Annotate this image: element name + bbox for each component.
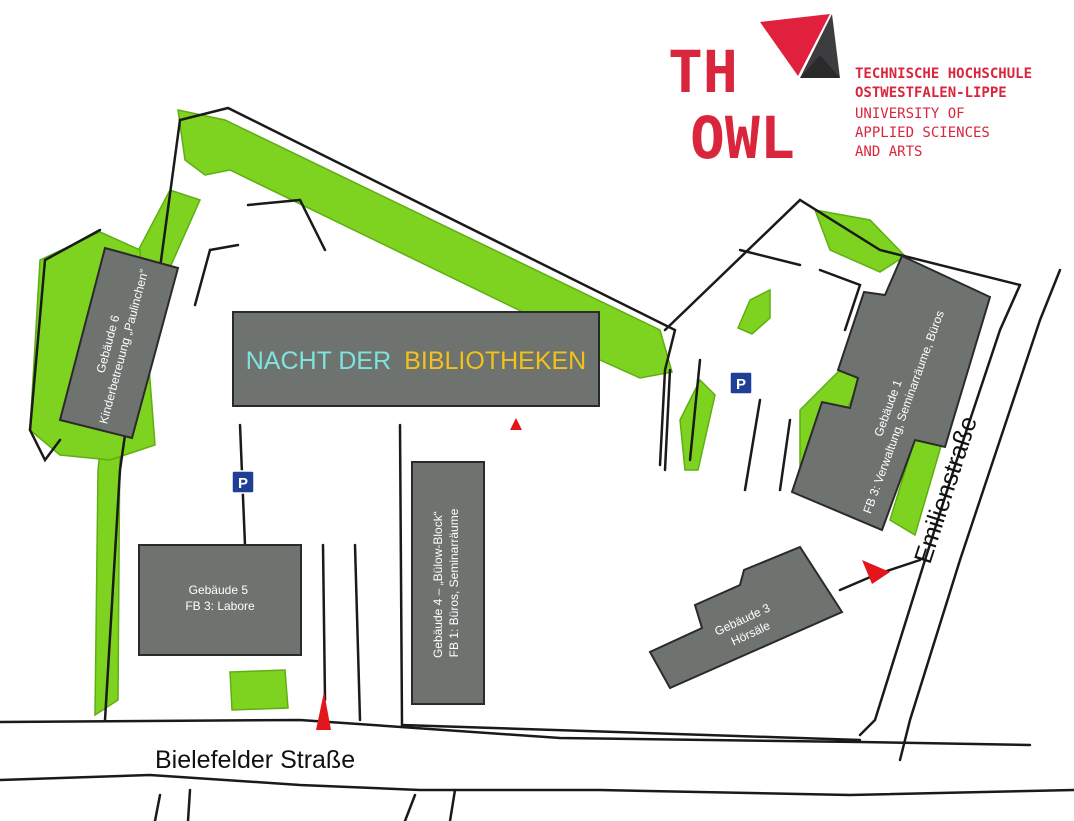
boundary-north <box>158 106 677 467</box>
driveway-south-stub-2 <box>186 788 192 821</box>
parking-line-5 <box>818 268 862 332</box>
building-gebaeude4-desc: FB 1: Büros, Seminarräume <box>447 508 461 657</box>
event-banner-part2: BIBLIOTHEKEN <box>404 347 586 375</box>
parking-line-1 <box>663 368 672 472</box>
th-owl-logo: TH OWL TECHNISCHE HOCHSCHULE OSTWESTFALE… <box>668 14 1032 172</box>
parking-line-2 <box>688 358 702 462</box>
parking-sign-icon: P <box>729 371 753 395</box>
logo-line-4: APPLIED SCIENCES <box>855 125 990 141</box>
emilienstrasse-west <box>858 283 1022 737</box>
parking-line-4 <box>778 418 792 492</box>
logo-line-2: OSTWESTFALEN-LIPPE <box>855 85 1007 101</box>
driveway-south-stub-1 <box>153 793 162 821</box>
building-gebaeude5-name: Gebäude 5 <box>189 583 249 597</box>
event-banner: NACHT DER BIBLIOTHEKEN <box>246 347 586 375</box>
entrance-arrow-icon <box>862 560 890 584</box>
building-gebaeude4-label: Gebäude 4 – „Bülow-Block“ FB 1: Büros, S… <box>431 508 461 658</box>
logo-triangle-dark <box>800 55 840 78</box>
entrance-arrow-icon <box>510 418 522 430</box>
inner-road-south-a <box>321 543 327 702</box>
green-geb1-north <box>813 209 907 273</box>
parking-line-6 <box>738 248 802 267</box>
building-gebaeude5-label: Gebäude 5 FB 3: Labore <box>185 583 255 613</box>
street-bielefelder: Bielefelder Straße <box>155 746 355 774</box>
inner-road-south-b <box>353 543 362 722</box>
inner-road-w <box>193 243 240 307</box>
logo-triangle-grey <box>800 14 840 78</box>
green-parking-east <box>737 288 771 335</box>
building-gebaeude4-name: Gebäude 4 – „Bülow-Block“ <box>431 511 445 658</box>
parking-sign-label: P <box>238 475 248 492</box>
building-bibliothek[interactable]: NACHT DER BIBLIOTHEKEN <box>232 311 600 407</box>
entrance-arrow-icon <box>316 692 331 730</box>
building-gebaeude3[interactable]: Gebäude 3 Hörsäle <box>648 545 844 690</box>
logo-line-3: UNIVERSITY OF <box>855 106 965 122</box>
parking-sign-label: P <box>736 376 746 393</box>
logo-triangle-red <box>760 14 830 76</box>
building-gebaeude6[interactable]: Gebäude 6 Kinderbetreuung „Paulinchen“ <box>58 246 180 440</box>
inner-road-geb4 <box>398 423 862 742</box>
building-gebaeude5[interactable]: Gebäude 5 FB 3: Labore <box>138 544 302 656</box>
logo-owl-text: OWL <box>690 104 795 172</box>
logo-line-1: TECHNISCHE HOCHSCHULE <box>855 66 1032 82</box>
bielefelder-north <box>0 718 1032 747</box>
building-gebaeude5-desc: FB 3: Labore <box>185 599 255 613</box>
bielefelder-south <box>0 773 1074 797</box>
inner-road-nw <box>246 198 327 252</box>
parking-sign-icon: P <box>231 470 255 494</box>
emilienstrasse-east <box>898 268 1062 762</box>
driveway-south-stub-3 <box>403 793 417 821</box>
geb6-outline-south <box>28 428 62 463</box>
road-lines <box>0 106 1074 821</box>
logo-line-5: AND ARTS <box>855 144 922 160</box>
green-lawn-geb5 <box>229 669 289 711</box>
event-banner-part1: NACHT DER <box>246 347 391 375</box>
driveway-south-stub-4 <box>448 788 457 821</box>
logo-th-text: TH <box>668 38 738 106</box>
building-gebaeude4[interactable]: Gebäude 4 – „Bülow-Block“ FB 1: Büros, S… <box>411 461 485 705</box>
boundary-northeast <box>663 198 1022 332</box>
geb6-outline-west <box>28 228 102 432</box>
parking-line-3 <box>743 398 762 492</box>
